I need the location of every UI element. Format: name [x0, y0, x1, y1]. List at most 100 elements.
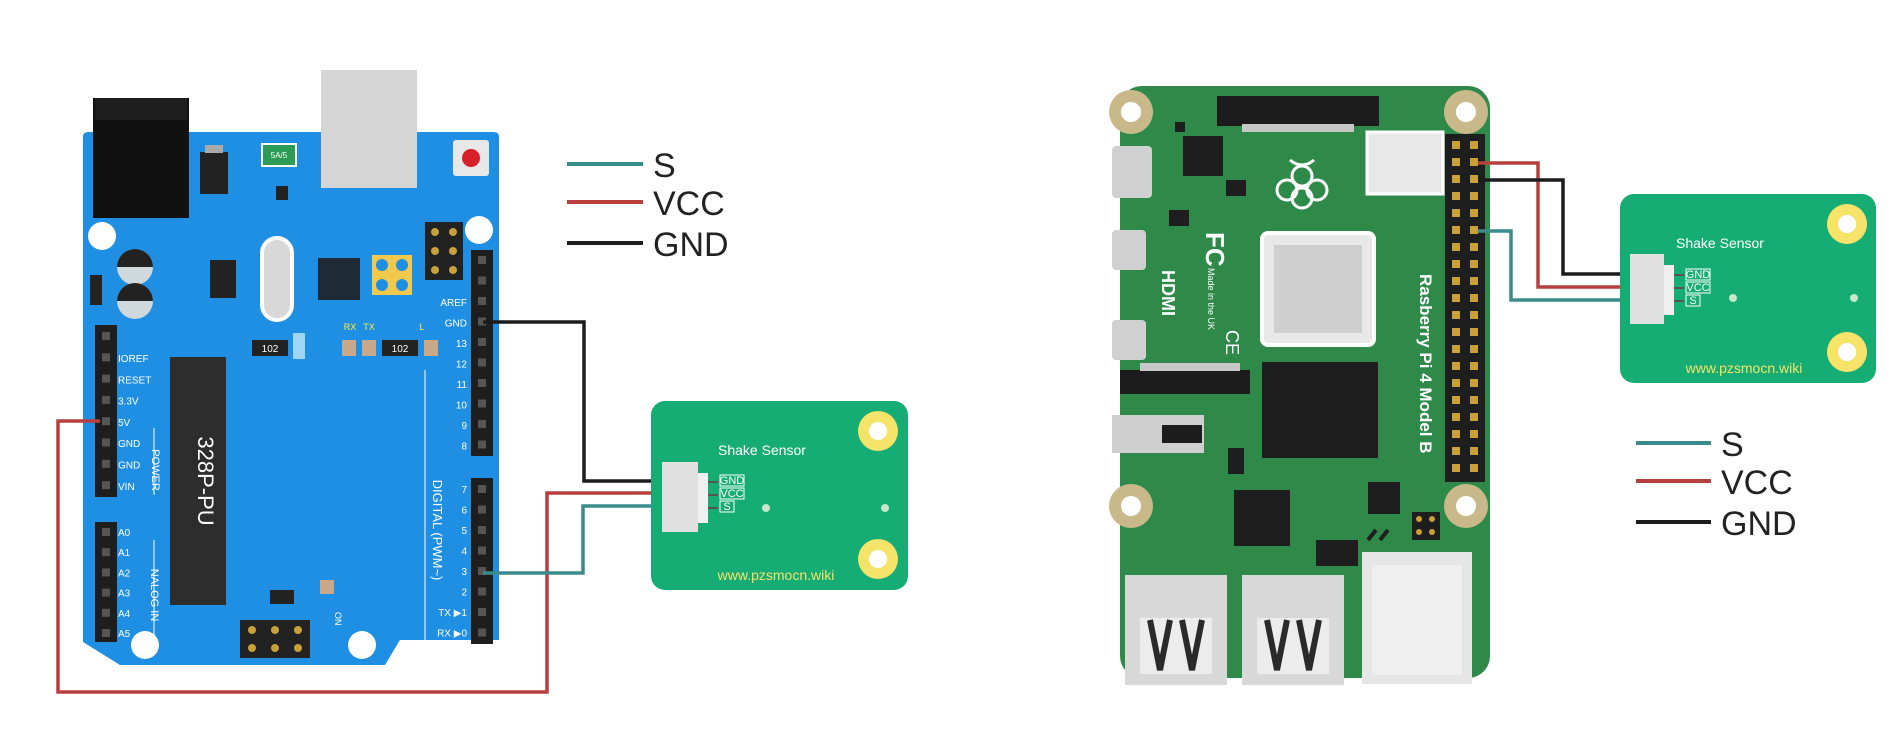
header-digital-low — [471, 478, 493, 644]
gpio-pin — [1470, 362, 1478, 370]
header-pin — [102, 417, 110, 426]
pin-label: 11 — [457, 380, 468, 391]
sensor-url: www.pzsmocn.wiki — [717, 567, 835, 583]
gpio-pin — [1452, 430, 1460, 438]
header-pin — [102, 588, 110, 597]
svg-text:ON: ON — [333, 612, 343, 626]
header-pin — [478, 587, 486, 596]
svg-text:DIGITAL (PWM~): DIGITAL (PWM~) — [430, 480, 445, 581]
header-pin — [478, 505, 486, 514]
svg-text:RX: RX — [344, 322, 357, 332]
gpio-pin — [1452, 413, 1460, 421]
header-pin — [478, 526, 486, 534]
pin-label: 3.3V — [118, 397, 139, 408]
pin-label: 3 — [461, 567, 467, 578]
pin-label: A0 — [118, 528, 131, 539]
atmega-chip — [170, 357, 226, 605]
gpio-header — [1445, 134, 1485, 482]
gpio-pin — [1470, 430, 1478, 438]
pin-label: 5V — [118, 418, 131, 429]
svg-text:102: 102 — [262, 344, 279, 355]
svg-text:VCC: VCC — [653, 185, 725, 223]
wire-vcc-pi — [1478, 161, 1631, 289]
sensor-title: Shake Sensor — [1676, 235, 1764, 251]
header-pin — [102, 459, 110, 468]
header-pin — [478, 546, 486, 555]
header-pin — [102, 568, 110, 577]
header-pin — [478, 338, 486, 346]
pin-label: 12 — [456, 360, 468, 371]
pin-label: TX ▶1 — [438, 608, 467, 619]
header-pin — [478, 440, 486, 449]
gpio-pin — [1452, 345, 1460, 353]
pin-label: 7 — [461, 485, 467, 496]
header-pin — [478, 358, 486, 367]
header-pin — [478, 297, 486, 305]
header-pin — [478, 628, 486, 637]
header-analog — [95, 522, 117, 642]
header-pin — [478, 276, 486, 285]
svg-text:VCC: VCC — [1721, 464, 1793, 502]
gpio-pin — [1470, 192, 1478, 200]
svg-text:GND: GND — [1721, 505, 1797, 543]
gpio-pin — [1452, 192, 1460, 200]
pin-label: 4 — [461, 547, 467, 558]
pin-label: RESET — [118, 375, 151, 386]
svg-text:S: S — [1689, 295, 1696, 307]
pin-label: 5 — [461, 526, 467, 537]
svg-text:VCC: VCC — [720, 488, 743, 500]
gpio-pin — [1470, 158, 1478, 166]
legend-left: S VCC GND — [567, 147, 729, 264]
header-pin — [102, 548, 110, 557]
connector — [1630, 254, 1664, 324]
gpio-pin — [1452, 328, 1460, 336]
gpio-pin — [1470, 379, 1478, 387]
svg-text:328P-PU: 328P-PU — [193, 436, 218, 525]
header-pin — [478, 256, 486, 264]
raspberry-pi-board: FC Made in the UK HDMI CE Rasberry Pi 4 … — [1109, 86, 1490, 685]
gpio-pin — [1452, 226, 1460, 234]
pin-label: A3 — [118, 589, 131, 600]
pin-label: A5 — [118, 629, 131, 640]
wire-s-arduino — [483, 504, 662, 575]
raspberry-logo-icon — [1275, 158, 1329, 210]
gpio-pin — [1470, 175, 1478, 183]
svg-text:S: S — [723, 501, 730, 513]
header-pin — [478, 485, 486, 493]
arduino-board: 5A/5 102 102 RX TX L — [83, 70, 499, 665]
svg-text:TX: TX — [363, 322, 375, 332]
gpio-pin — [1452, 294, 1460, 302]
header-pin — [102, 353, 110, 362]
wire-s-pi — [1478, 229, 1631, 302]
pin-label: 8 — [461, 442, 467, 453]
svg-text:S: S — [1721, 426, 1744, 464]
header-pin — [478, 317, 486, 326]
gpio-pin — [1470, 328, 1478, 336]
wire-gnd-pi — [1478, 178, 1631, 276]
header-pin — [102, 438, 110, 447]
gpio-pin — [1470, 226, 1478, 234]
svg-text:5A/5: 5A/5 — [271, 151, 288, 160]
header-pin — [478, 608, 486, 616]
gpio-pin — [1452, 447, 1460, 455]
gpio-pin — [1452, 379, 1460, 387]
pin-label: GND — [445, 319, 467, 330]
gpio-pin — [1452, 158, 1460, 166]
wire-vcc-arduino — [56, 419, 662, 694]
gpio-pin — [1470, 260, 1478, 268]
pin-label: A4 — [118, 609, 131, 620]
svg-text:HDMI: HDMI — [1158, 270, 1178, 316]
pin-label: AREF — [440, 298, 467, 309]
gpio-pin — [1470, 345, 1478, 353]
sensor-url: www.pzsmocn.wiki — [1685, 360, 1803, 376]
gpio-pin — [1470, 413, 1478, 421]
header-pin — [102, 481, 110, 490]
header-pin — [102, 395, 110, 404]
header-pin — [102, 332, 110, 340]
svg-text:L: L — [419, 322, 424, 332]
crystal — [260, 236, 294, 322]
pin-label: VIN — [118, 482, 135, 493]
legend-right: S VCC GND — [1636, 426, 1797, 543]
svg-text:GND: GND — [1686, 269, 1711, 281]
svg-text:GND: GND — [653, 226, 729, 264]
